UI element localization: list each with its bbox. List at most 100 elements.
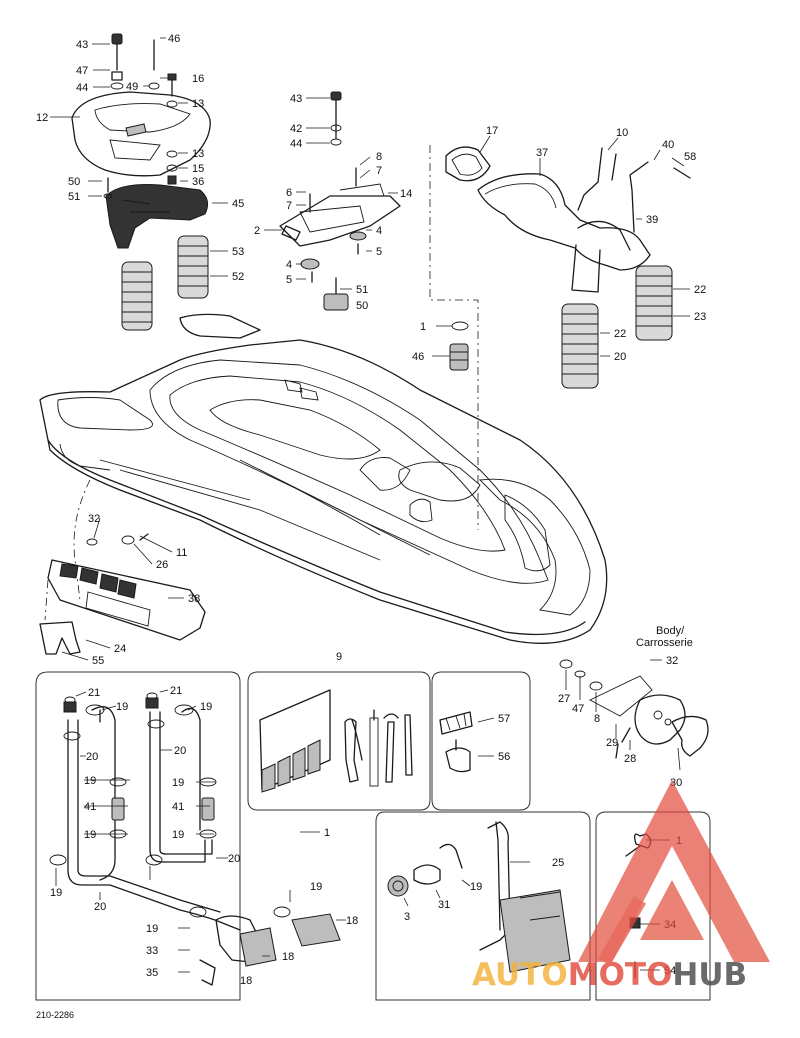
callout-51: 51 (356, 284, 368, 296)
callout-18: 18 (346, 915, 358, 927)
callout-11: 11 (176, 547, 187, 559)
callout-5: 5 (376, 246, 382, 258)
handlebar-cover-assembly (71, 33, 211, 331)
callout-14: 14 (400, 188, 412, 200)
callout-42: 42 (290, 123, 302, 135)
callout-32: 32 (666, 655, 678, 667)
callout-24: 24 (114, 643, 126, 655)
callout-19: 19 (200, 701, 212, 713)
bilge-drain-assembly (387, 821, 571, 973)
callout-13: 13 (192, 148, 204, 160)
callout-37: 37 (536, 147, 548, 159)
callout-19: 19 (116, 701, 128, 713)
callout-43: 43 (290, 93, 302, 105)
hood-latch-assembly (559, 659, 709, 759)
label-body: Body/ (656, 625, 685, 637)
callout-45: 45 (232, 198, 244, 210)
watermark-hub: HUB (672, 957, 747, 993)
callout-12: 12 (36, 112, 48, 124)
callout-38: 38 (188, 593, 200, 605)
callout-7: 7 (286, 200, 292, 212)
steering-column-and-boots (445, 146, 691, 389)
callout-23: 23 (694, 311, 706, 323)
callout-47: 47 (76, 65, 88, 77)
callout-22: 22 (614, 328, 626, 340)
callout-20: 20 (86, 751, 98, 763)
callout-41: 41 (172, 801, 184, 813)
callout-7: 7 (376, 165, 382, 177)
callout-19: 19 (172, 829, 184, 841)
leader-lines (50, 37, 690, 973)
callout-49: 49 (126, 81, 138, 93)
steering-bracket-assembly (279, 91, 401, 311)
callout-25: 25 (552, 857, 564, 869)
callout-16: 16 (192, 73, 204, 85)
callout-40: 40 (662, 139, 674, 151)
callout-31: 31 (438, 899, 450, 911)
callout-44: 44 (290, 138, 302, 150)
callout-26: 26 (156, 559, 168, 571)
callout-53: 53 (232, 246, 244, 258)
callout-13: 13 (192, 98, 204, 110)
watermark-auto: AUTO (472, 957, 568, 993)
callout-2: 2 (254, 225, 260, 237)
callout-1: 1 (324, 827, 330, 839)
callout-10: 10 (616, 127, 628, 139)
callout-5: 5 (286, 274, 292, 286)
automotohub-watermark: AUTOMOTOHUB (472, 780, 770, 993)
callout-15: 15 (192, 163, 204, 175)
callout-41: 41 (84, 801, 96, 813)
callout-29: 29 (606, 737, 618, 749)
watercraft-body (39, 313, 608, 644)
callout-8: 8 (376, 151, 382, 163)
callout-3: 3 (404, 911, 410, 923)
drawing-code: 210-2286 (36, 1010, 74, 1020)
callout-28: 28 (624, 753, 636, 765)
callout-33: 33 (146, 945, 158, 957)
callout-19: 19 (146, 923, 158, 935)
callout-19: 19 (84, 829, 96, 841)
callout-47: 47 (572, 703, 584, 715)
callout-8: 8 (594, 713, 600, 725)
callout-18: 18 (282, 951, 294, 963)
callout-21: 21 (170, 685, 182, 697)
callout-19: 19 (84, 775, 96, 787)
callout-27: 27 (558, 693, 570, 705)
callout-9: 9 (336, 651, 342, 663)
callout-19: 19 (470, 881, 482, 893)
storage-fasteners (439, 711, 473, 773)
callout-36: 36 (192, 176, 204, 188)
callout-19: 19 (310, 881, 322, 893)
callout-6: 6 (286, 187, 292, 199)
callout-20: 20 (174, 745, 186, 757)
callout-55: 55 (92, 655, 104, 667)
side-panel-assembly (39, 533, 206, 655)
callout-52: 52 (232, 271, 244, 283)
callout-43: 43 (76, 39, 88, 51)
callout-4: 4 (376, 225, 382, 237)
callout-4: 4 (286, 259, 292, 271)
callout-20: 20 (614, 351, 626, 363)
callout-46: 46 (168, 33, 180, 45)
callout-50: 50 (356, 300, 368, 312)
sub-assembly-frames (35, 671, 711, 1001)
hose-kit (49, 692, 341, 986)
watermark-logo-icon (578, 780, 770, 962)
callout-50: 50 (68, 176, 80, 188)
callout-labels: 43 46 47 16 44 49 13 12 13 15 50 36 51 4… (36, 33, 706, 1020)
callout-51: 51 (68, 191, 80, 203)
callout-20: 20 (228, 853, 240, 865)
callout-56: 56 (498, 751, 510, 763)
label-carrosserie: Carrosserie (636, 637, 693, 649)
callout-35: 35 (146, 967, 158, 979)
callout-39: 39 (646, 214, 658, 226)
callout-19: 19 (172, 777, 184, 789)
watermark-word: AUTOMOTOHUB (472, 957, 747, 993)
callout-57: 57 (498, 713, 510, 725)
watermark-moto: MOTO (568, 957, 673, 993)
callout-44: 44 (76, 82, 88, 94)
callout-19: 19 (50, 887, 62, 899)
callout-46: 46 (412, 351, 424, 363)
callout-20: 20 (94, 901, 106, 913)
